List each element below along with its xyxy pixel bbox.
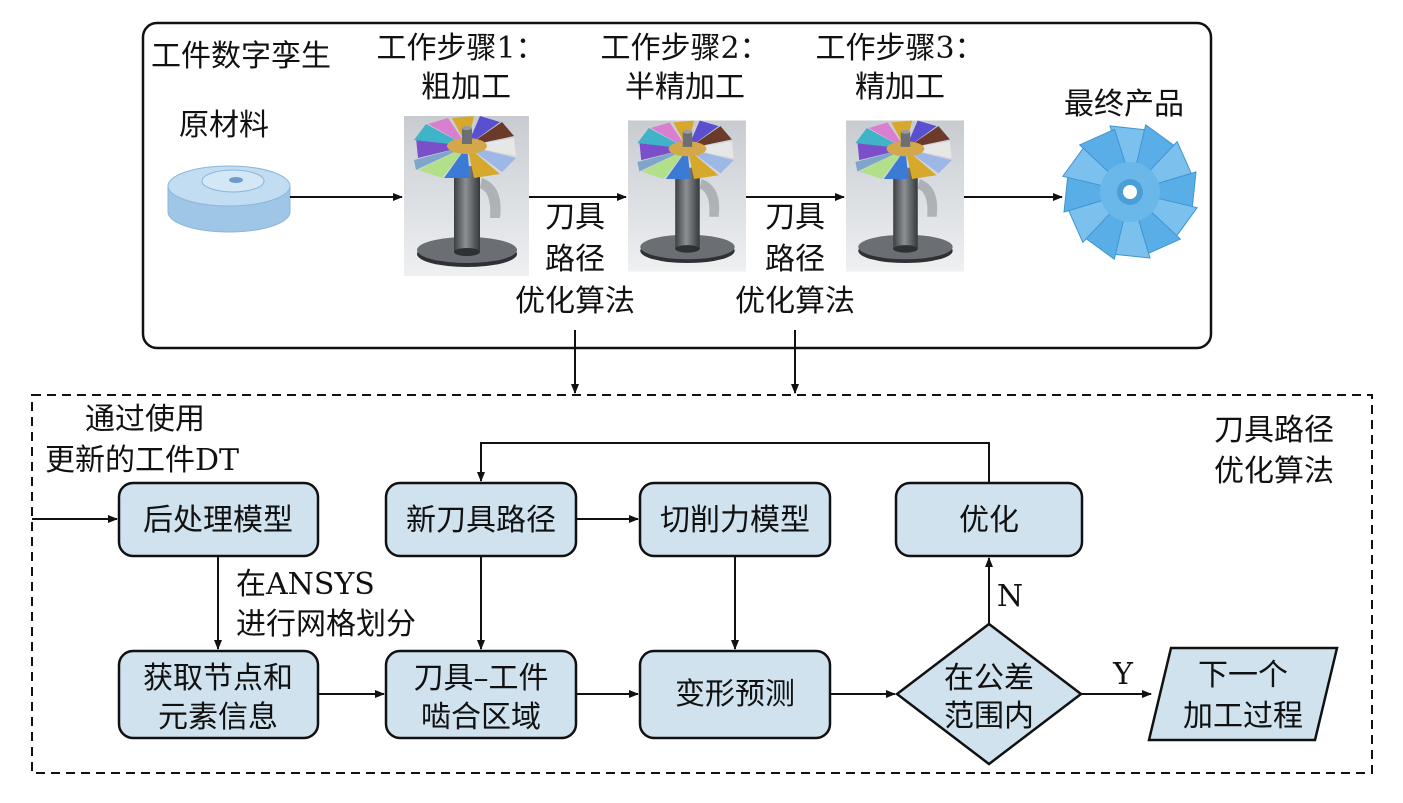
next-process-label-line2: 加工过程 [1183,699,1303,734]
node-info-label-line2: 元素信息 [158,700,278,735]
step3-subtitle: 精加工 [855,70,945,105]
raw-material-label: 原材料 [179,108,269,143]
next-process-box [1147,646,1339,742]
step2-subtitle: 半精加工 [625,70,745,105]
opt1-label-line3: 优化算法 [515,284,635,319]
panel-title-line2: 优化算法 [1214,454,1334,489]
optimize-label: 优化 [959,503,1019,538]
opt2-label-line1: 刀具 [765,200,825,235]
digital-twin-panel [141,21,1213,350]
no-label: N [997,579,1023,614]
yes-label: Y [1112,657,1134,692]
step2-machine-image [628,120,746,272]
tolerance-label-line1: 在公差 [944,661,1034,696]
new-tool-path-label: 新刀具路径 [406,503,556,538]
step3-machine-image [846,120,964,272]
step3-title: 工作步骤3： [815,31,984,66]
mesh-label-line1: 在ANSYS [236,567,375,602]
opt2-label-line3: 优化算法 [735,284,855,319]
final-product-image [1061,123,1199,261]
next-process-label-line1: 下一个 [1198,658,1288,693]
arrow-optimize-to-new-path [477,442,990,483]
digital-twin-title: 工件数字孪生 [151,39,331,74]
mesh-label-line2: 进行网格划分 [236,607,416,642]
input-label-line2: 更新的工件DT [45,443,239,478]
step2-title: 工作步骤2： [600,31,769,66]
opt1-label-line2: 路径 [545,242,605,277]
panel-title-line1: 刀具路径 [1214,413,1334,448]
opt1-label-line1: 刀具 [545,200,605,235]
final-product-label: 最终产品 [1064,87,1184,122]
path-optimization-panel [31,394,1373,774]
opt2-label-line2: 路径 [765,242,825,277]
engagement-zone-label-line1: 刀具–工件 [414,661,549,696]
tolerance-decision-diamond [894,622,1084,766]
step1-subtitle: 粗加工 [421,70,511,105]
post-processing-model-label: 后处理模型 [143,503,293,538]
raw-material-image [167,165,291,233]
deformation-prediction-label: 变形预测 [675,677,795,712]
engagement-zone-label-line2: 啮合区域 [421,700,541,735]
tolerance-label-line2: 范围内 [944,699,1034,734]
node-info-label-line1: 获取节点和 [143,661,293,696]
step1-title: 工作步骤1： [376,31,545,66]
input-label-line1: 通过使用 [85,402,205,437]
step1-machine-image [404,116,529,276]
cutting-force-model-label: 切削力模型 [660,503,810,538]
